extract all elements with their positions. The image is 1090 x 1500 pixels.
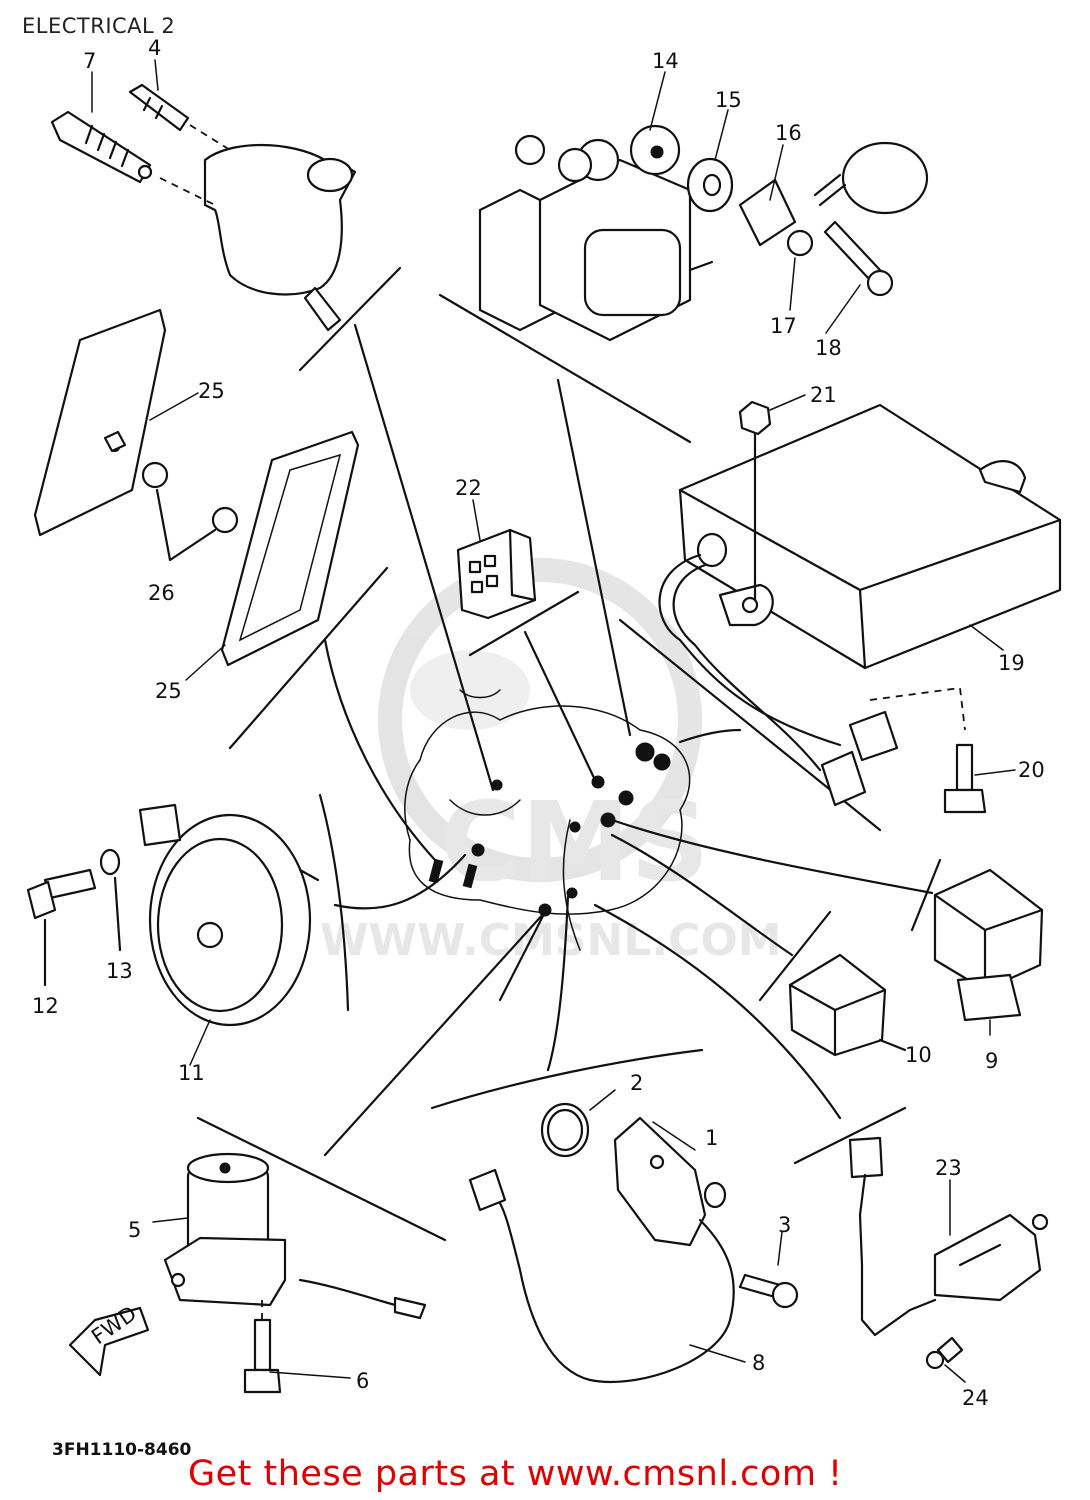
plug-cap bbox=[159, 124, 357, 332]
cta-link[interactable]: Get these parts at www.cmsnl.com ! bbox=[188, 1454, 843, 1494]
spark-plug-7 bbox=[50, 110, 153, 184]
callout-26: 26 bbox=[148, 581, 175, 605]
nut-21 bbox=[738, 400, 772, 602]
coupler-19-ends bbox=[820, 686, 966, 807]
callout-21: 21 bbox=[810, 383, 837, 407]
callout-6: 6 bbox=[356, 1369, 369, 1393]
callout-17: 17 bbox=[770, 314, 797, 338]
relay-10 bbox=[788, 953, 907, 1057]
bolt-6 bbox=[243, 1300, 282, 1394]
watermark: CMS WWW.CMSNL.COM bbox=[320, 558, 782, 966]
washer-17 bbox=[786, 229, 814, 257]
screw-24 bbox=[925, 1336, 964, 1370]
coupler-22 bbox=[456, 528, 537, 620]
callout-25-upper: 25 bbox=[198, 379, 225, 403]
callout-20: 20 bbox=[1018, 758, 1045, 782]
washer-13 bbox=[99, 848, 122, 952]
callout-14: 14 bbox=[652, 49, 679, 73]
callout-10: 10 bbox=[905, 1043, 932, 1067]
nut-26 bbox=[141, 461, 239, 562]
watermark-url: WWW.CMSNL.COM bbox=[320, 915, 782, 966]
callout-16: 16 bbox=[775, 121, 802, 145]
bolt-12 bbox=[26, 868, 97, 987]
callout-labels: 1 2 3 4 5 6 7 8 9 10 11 12 13 14 15 16 1… bbox=[32, 36, 1045, 1410]
relay-assembly-14 bbox=[478, 124, 714, 342]
callout-18: 18 bbox=[815, 336, 842, 360]
wire-harness bbox=[404, 689, 691, 951]
leader-lines bbox=[196, 266, 942, 1242]
lead-wire-8 bbox=[468, 1168, 735, 1384]
watermark-brand: CMS bbox=[440, 778, 709, 906]
callout-2: 2 bbox=[630, 1071, 643, 1095]
callout-leaders bbox=[91, 59, 1016, 1383]
sensor-1 bbox=[613, 1116, 727, 1247]
callout-13: 13 bbox=[106, 959, 133, 983]
callout-8: 8 bbox=[752, 1351, 765, 1375]
callout-9: 9 bbox=[985, 1049, 998, 1073]
cdi-unit-19 bbox=[658, 403, 1062, 772]
callout-3: 3 bbox=[778, 1213, 791, 1237]
callout-22: 22 bbox=[455, 476, 482, 500]
grommet-15 bbox=[686, 157, 734, 213]
horn-11 bbox=[138, 803, 320, 1027]
reflector-25-lower bbox=[220, 430, 360, 667]
callout-24: 24 bbox=[962, 1386, 989, 1410]
reflector-25-upper bbox=[33, 308, 167, 537]
figure-code: 3FH1110-8460 bbox=[52, 1440, 192, 1460]
callout-15: 15 bbox=[715, 88, 742, 112]
callout-5: 5 bbox=[128, 1218, 141, 1242]
callout-11: 11 bbox=[178, 1061, 205, 1085]
callout-19: 19 bbox=[998, 651, 1025, 675]
page-title: ELECTRICAL 2 bbox=[22, 14, 176, 38]
bolt-3 bbox=[738, 1273, 799, 1309]
connector-part bbox=[813, 141, 929, 215]
callout-25-lower: 25 bbox=[155, 679, 182, 703]
bolt-18 bbox=[823, 220, 894, 297]
callout-12: 12 bbox=[32, 994, 59, 1018]
callout-23: 23 bbox=[935, 1156, 962, 1180]
fwd-arrow: FWD bbox=[68, 1301, 150, 1377]
switch-23 bbox=[848, 1136, 1049, 1337]
sensor-4 bbox=[128, 83, 190, 132]
relay-9 bbox=[933, 868, 1044, 1022]
callout-4: 4 bbox=[148, 36, 161, 60]
bolt-20 bbox=[943, 743, 987, 814]
callout-7: 7 bbox=[83, 49, 96, 73]
callout-1: 1 bbox=[705, 1126, 718, 1150]
sleeve-16 bbox=[738, 178, 797, 247]
starter-5 bbox=[163, 1152, 427, 1320]
o-ring-2 bbox=[540, 1102, 590, 1158]
